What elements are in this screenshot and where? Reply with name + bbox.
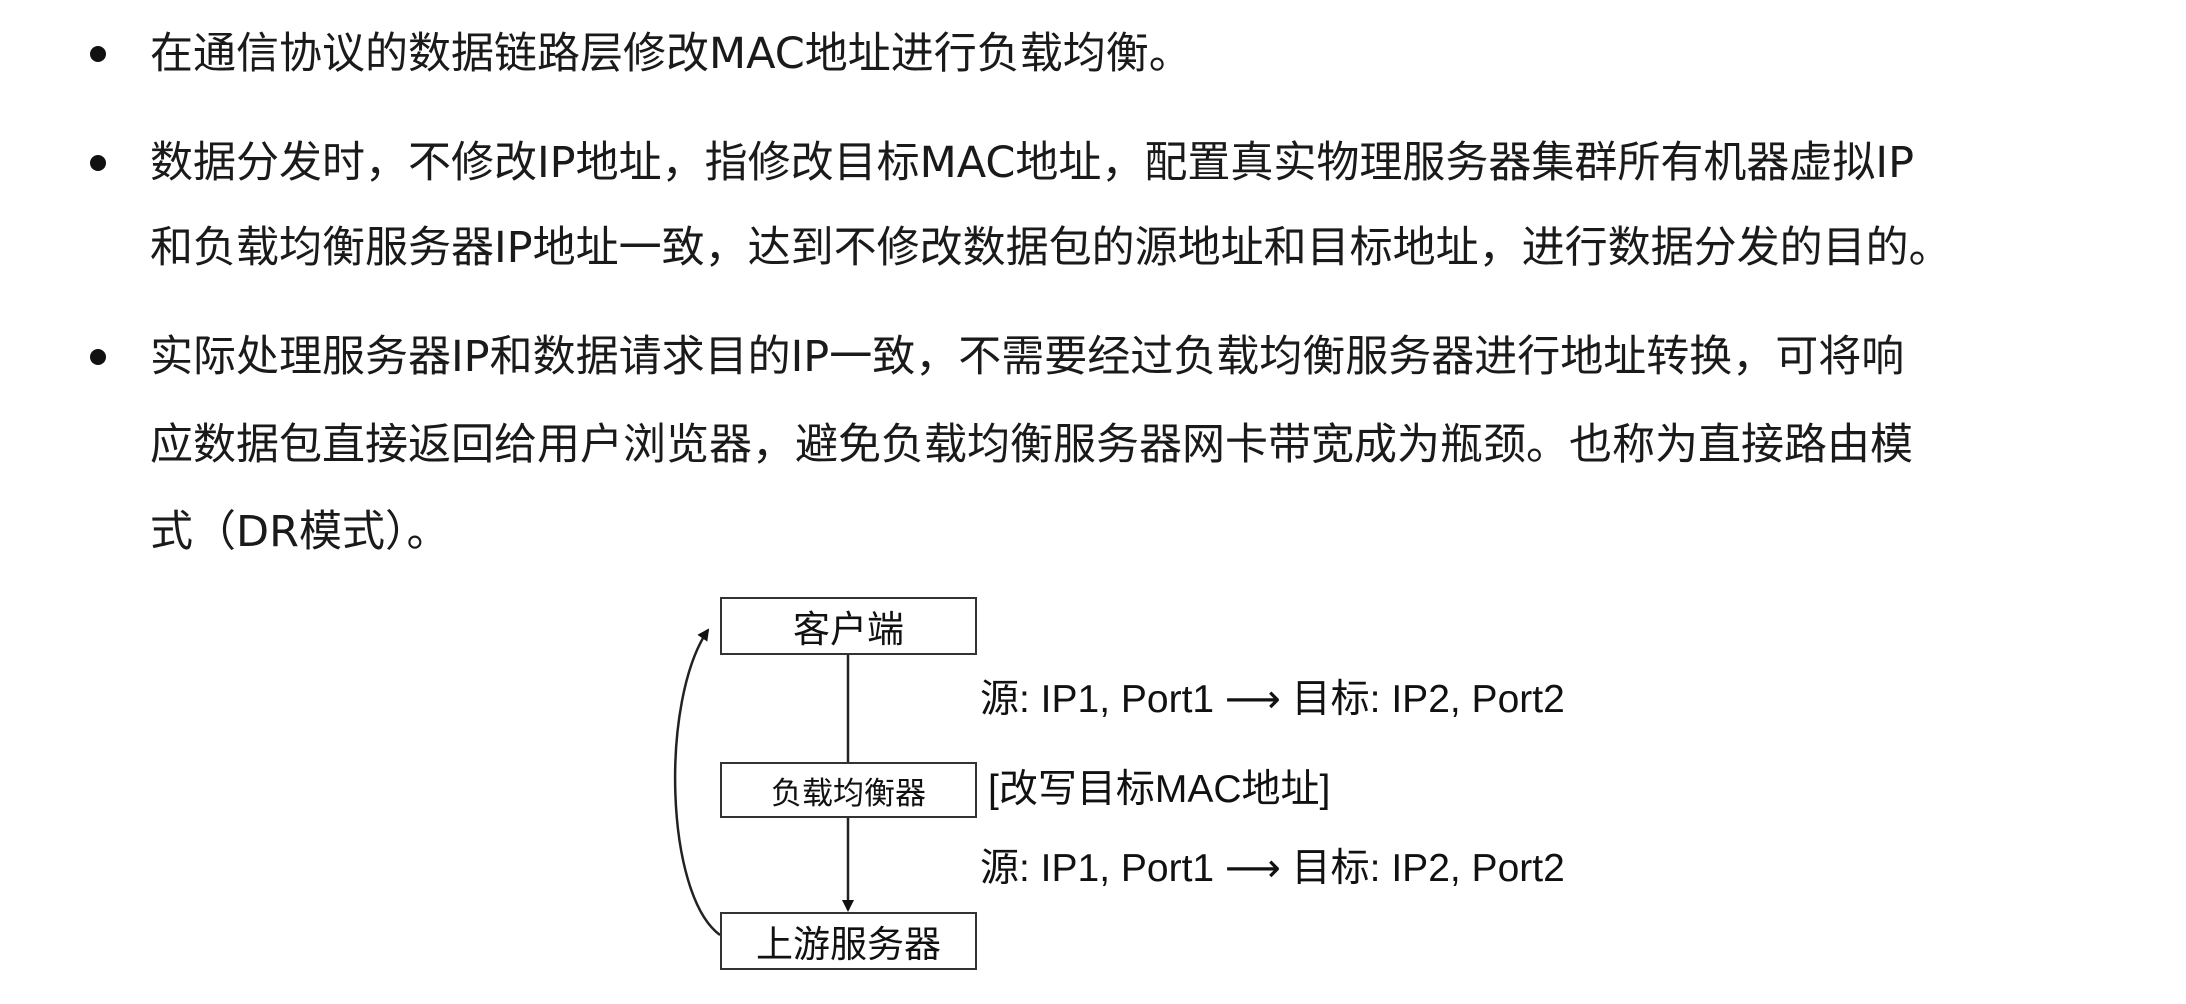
bullet-text-line: 和负载均衡服务器IP地址一致，达到不修改数据包的源地址和目标地址，进行数据分发的… <box>150 223 1952 273</box>
load-balancer-label: 负载均衡器 <box>771 775 926 812</box>
upstream-server-label: 上游服务器 <box>756 923 941 966</box>
bullet-text-line: 式（DR模式）。 <box>150 507 450 557</box>
bullet-text-line: 实际处理服务器IP和数据请求目的IP一致，不需要经过负载均衡服务器进行地址转换，… <box>150 332 1905 382</box>
bullet-dot <box>90 46 106 62</box>
rewrite-mac-note: [改写目标MAC地址] <box>988 768 1331 811</box>
load-balancer-box: 负载均衡器 <box>720 762 977 818</box>
direct-return-arrow <box>673 628 721 937</box>
bullet-text-line: 数据分发时，不修改IP地址，指修改目标MAC地址，配置真实物理服务器集群所有机器… <box>150 138 1915 188</box>
upstream-server-box: 上游服务器 <box>720 912 977 970</box>
packet-header-bottom: 源: IP1, Port1 ⟶ 目标: IP2, Port2 <box>980 847 1565 890</box>
bullet-dot <box>90 349 106 365</box>
bullet-text-line: 应数据包直接返回给用户浏览器，避免负载均衡服务器网卡带宽成为瓶颈。也称为直接路由… <box>150 420 1913 470</box>
client-box: 客户端 <box>720 597 977 655</box>
packet-header-top: 源: IP1, Port1 ⟶ 目标: IP2, Port2 <box>980 678 1565 721</box>
client-label: 客户端 <box>793 608 904 651</box>
bullet-dot <box>90 155 106 171</box>
bullet-text-line: 在通信协议的数据链路层修改MAC地址进行负载均衡。 <box>150 29 1192 79</box>
